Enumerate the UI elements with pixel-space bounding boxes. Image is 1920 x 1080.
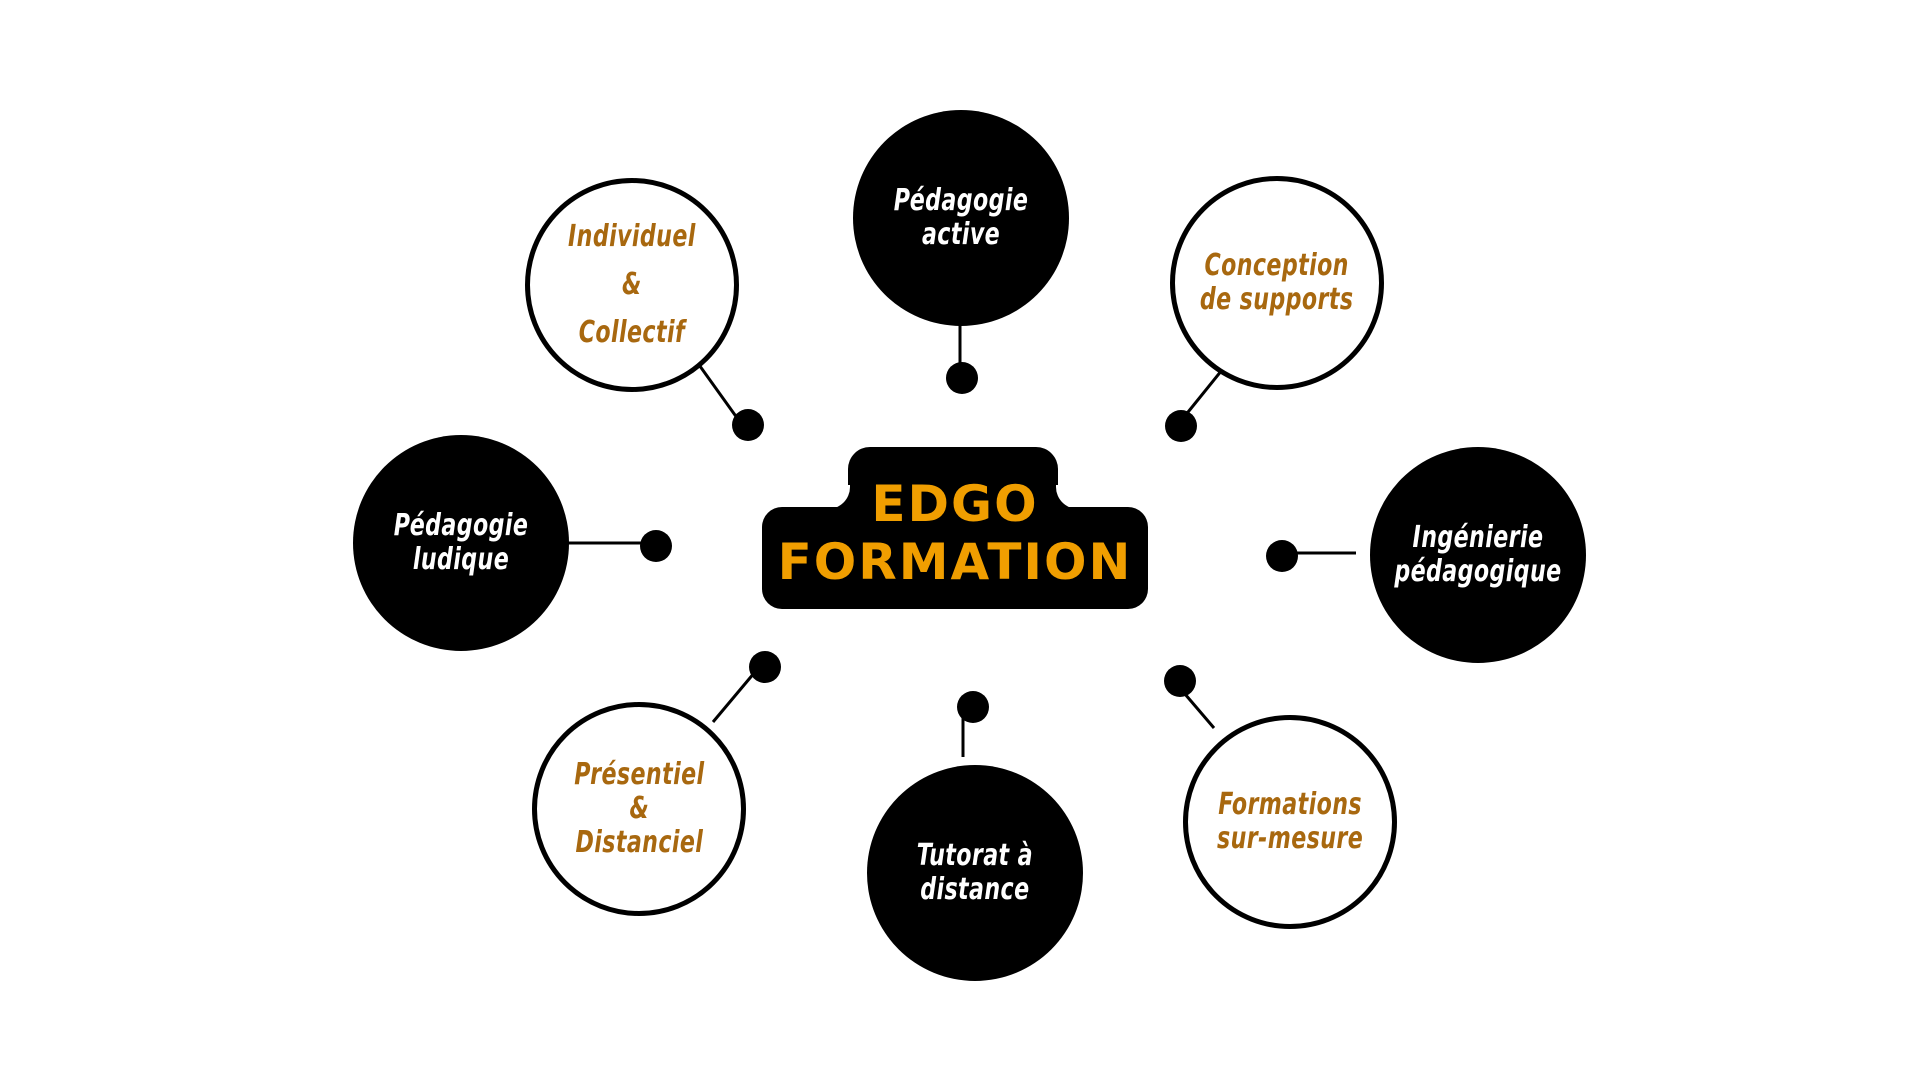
- node-label: Pédagogie active: [893, 183, 1029, 252]
- center-hub-bar: [762, 507, 1148, 609]
- center-hub-title: EDGO FORMATION: [777, 475, 1133, 591]
- node-formations-sur-mesure: Formations sur-mesure: [1183, 715, 1397, 929]
- connector-dot-bottom-left: [749, 651, 781, 683]
- node-label: Individuel & Collectif: [568, 219, 696, 350]
- center-hub-curve-left: [826, 485, 850, 509]
- node-tutorat-distance: Tutorat à distance: [867, 765, 1083, 981]
- node-conception-supports: Conception de supports: [1170, 176, 1384, 390]
- connector-top-left: [695, 361, 742, 423]
- node-label: Ingénierie pédagogique: [1394, 520, 1562, 589]
- connector-dot-bottom: [957, 691, 989, 723]
- connector-dot-bottom-right: [1164, 665, 1196, 697]
- center-hub-curve-right: [1056, 485, 1080, 509]
- node-individuel-collectif: Individuel & Collectif: [525, 178, 739, 392]
- node-label: Tutorat à distance: [916, 838, 1034, 907]
- node-label: Pédagogie ludique: [393, 508, 529, 577]
- node-label: Présentiel & Distanciel: [573, 757, 705, 860]
- connector-dot-top-right: [1165, 410, 1197, 442]
- node-pedagogie-active: Pédagogie active: [853, 110, 1069, 326]
- node-label: Formations sur-mesure: [1216, 787, 1364, 856]
- center-hub-edgo-formation: EDGO FORMATION: [762, 447, 1148, 609]
- node-pedagogie-ludique: Pédagogie ludique: [353, 435, 569, 651]
- connector-dot-top-left: [732, 409, 764, 441]
- node-presentiel-distanciel: Présentiel & Distanciel: [532, 702, 746, 916]
- node-label: Conception de supports: [1200, 248, 1354, 317]
- connector-dot-top: [946, 362, 978, 394]
- connector-dot-left: [640, 530, 672, 562]
- connector-dot-right: [1266, 540, 1298, 572]
- node-ingenierie-pedagogique: Ingénierie pédagogique: [1370, 447, 1586, 663]
